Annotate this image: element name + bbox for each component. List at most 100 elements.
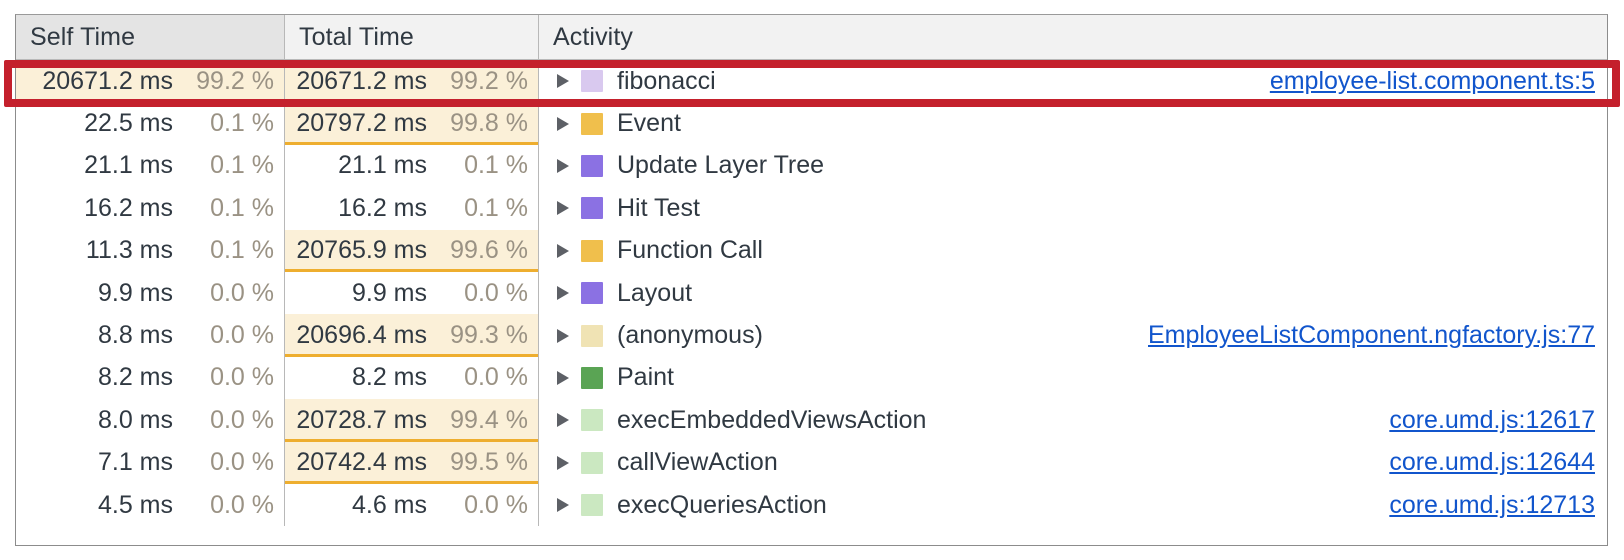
total-time-ms: 20696.4 ms bbox=[296, 321, 427, 350]
activity-name: Paint bbox=[617, 363, 674, 392]
activity-color-swatch-icon bbox=[581, 70, 603, 93]
self-time-ms: 8.8 ms bbox=[97, 321, 173, 350]
table-header-row: Self Time Total Time Activity bbox=[16, 15, 1607, 60]
cell-activity: Update Layer Tree bbox=[539, 145, 1607, 187]
source-location-link[interactable]: core.umd.js:12644 bbox=[1389, 448, 1595, 477]
source-location-link[interactable]: EmployeeListComponent.ngfactory.js:77 bbox=[1148, 321, 1595, 350]
cell-activity: Hit Test bbox=[539, 187, 1607, 229]
expand-triangle-icon[interactable] bbox=[551, 113, 573, 135]
self-time-ms: 7.1 ms bbox=[97, 448, 173, 477]
cell-activity: fibonacci employee-list.component.ts:5 bbox=[539, 60, 1607, 102]
column-header-activity-label: Activity bbox=[553, 22, 633, 51]
cell-total-time: 20797.2 ms 99.8 % bbox=[285, 102, 539, 145]
expand-triangle-icon[interactable] bbox=[551, 367, 573, 389]
total-time-ms: 20742.4 ms bbox=[296, 448, 427, 477]
activity-color-swatch-icon bbox=[581, 154, 603, 177]
activity-name: execEmbeddedViewsAction bbox=[617, 405, 927, 434]
self-time-ms: 22.5 ms bbox=[84, 109, 173, 138]
expand-triangle-icon[interactable] bbox=[551, 197, 573, 219]
cell-activity: callViewAction core.umd.js:12644 bbox=[539, 442, 1607, 484]
self-time-ms: 16.2 ms bbox=[84, 193, 173, 222]
self-time-percent: 0.0 % bbox=[210, 448, 274, 477]
total-time-ms: 20671.2 ms bbox=[296, 66, 427, 95]
self-time-percent: 0.1 % bbox=[210, 151, 274, 180]
cell-activity: Function Call bbox=[539, 230, 1607, 272]
self-time-ms: 9.9 ms bbox=[97, 278, 173, 307]
activity-name: execQueriesAction bbox=[617, 490, 827, 519]
expand-triangle-icon[interactable] bbox=[551, 240, 573, 262]
self-time-percent: 0.0 % bbox=[210, 321, 274, 350]
cell-self-time: 7.1 ms 0.0 % bbox=[16, 441, 285, 484]
cell-activity: Event bbox=[539, 102, 1607, 144]
total-time-percent: 99.8 % bbox=[450, 109, 528, 138]
activity-name: Function Call bbox=[617, 236, 763, 265]
cell-self-time: 8.8 ms 0.0 % bbox=[16, 314, 285, 357]
cell-total-time: 20671.2 ms 99.2 % bbox=[285, 60, 539, 103]
activity-color-swatch-icon bbox=[581, 112, 603, 135]
activity-color-swatch-icon bbox=[581, 282, 603, 305]
activity-color-swatch-icon bbox=[581, 197, 603, 220]
total-time-ms: 4.6 ms bbox=[351, 490, 427, 519]
total-time-percent: 99.6 % bbox=[450, 236, 528, 265]
source-location-link[interactable]: core.umd.js:12713 bbox=[1389, 490, 1595, 519]
activity-name: Update Layer Tree bbox=[617, 151, 825, 180]
expand-triangle-icon[interactable] bbox=[551, 494, 573, 516]
activity-name: Hit Test bbox=[617, 193, 700, 222]
source-location-link[interactable]: core.umd.js:12617 bbox=[1389, 405, 1595, 434]
cell-activity: Layout bbox=[539, 272, 1607, 314]
self-time-percent: 0.0 % bbox=[210, 278, 274, 307]
expand-triangle-icon[interactable] bbox=[551, 70, 573, 92]
self-time-percent: 99.2 % bbox=[196, 66, 274, 95]
cell-self-time: 21.1 ms 0.1 % bbox=[16, 144, 285, 188]
expand-triangle-icon[interactable] bbox=[551, 325, 573, 347]
activity-color-swatch-icon bbox=[581, 494, 603, 517]
cell-self-time: 9.9 ms 0.0 % bbox=[16, 271, 285, 315]
total-time-percent: 0.0 % bbox=[464, 490, 528, 519]
activity-name: (anonymous) bbox=[617, 321, 763, 350]
column-header-total-time-label: Total Time bbox=[299, 22, 414, 51]
expand-triangle-icon[interactable] bbox=[551, 452, 573, 474]
column-header-self-time[interactable]: Self Time bbox=[16, 15, 285, 59]
activity-name: callViewAction bbox=[617, 448, 778, 477]
column-header-total-time[interactable]: Total Time bbox=[285, 15, 539, 59]
cell-activity: Paint bbox=[539, 357, 1607, 399]
column-header-activity[interactable]: Activity bbox=[539, 15, 1607, 59]
activity-color-swatch-icon bbox=[581, 239, 603, 262]
total-time-percent: 99.2 % bbox=[450, 66, 528, 95]
total-time-ms: 20728.7 ms bbox=[296, 405, 427, 434]
activity-color-swatch-icon bbox=[581, 366, 603, 389]
total-time-ms: 20797.2 ms bbox=[296, 109, 427, 138]
expand-triangle-icon[interactable] bbox=[551, 282, 573, 304]
expand-triangle-icon[interactable] bbox=[551, 155, 573, 177]
total-time-ms: 9.9 ms bbox=[351, 278, 427, 307]
self-time-percent: 0.1 % bbox=[210, 236, 274, 265]
self-time-ms: 21.1 ms bbox=[84, 151, 173, 180]
self-time-ms: 8.0 ms bbox=[97, 405, 173, 434]
activity-name: fibonacci bbox=[617, 66, 716, 95]
activity-name: Event bbox=[617, 109, 681, 138]
expand-triangle-icon[interactable] bbox=[551, 409, 573, 431]
source-location-link[interactable]: employee-list.component.ts:5 bbox=[1269, 66, 1595, 95]
